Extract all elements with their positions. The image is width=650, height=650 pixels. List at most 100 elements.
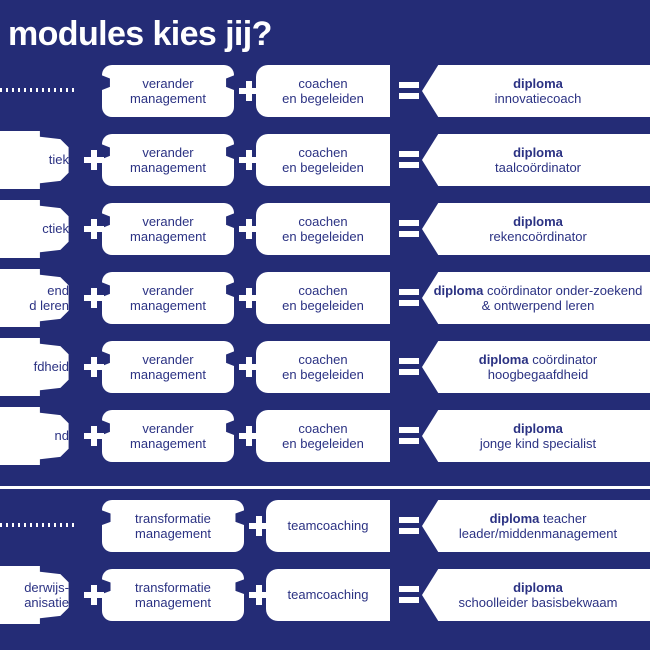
module-a-box[interactable] (102, 500, 244, 552)
module-a-box[interactable] (102, 569, 244, 621)
theme-label: tiek (48, 152, 69, 168)
diploma-keyword: diploma (478, 351, 529, 367)
module-b-box[interactable]: teamcoaching (266, 500, 390, 552)
theme-label: fdheid (33, 359, 69, 375)
theme-label: ctiek (42, 221, 69, 237)
plus-icon (84, 426, 104, 446)
diploma-label: diploma coördinator onder-zoekend & ontw… (433, 282, 643, 314)
plus-icon (84, 219, 104, 239)
theme-box[interactable]: ctiek (0, 200, 69, 258)
equals-icon (399, 427, 419, 445)
diploma-box[interactable]: diploma teacher leader/middenmanagement (422, 500, 650, 552)
diploma-box[interactable]: diploma coördinator onder-zoekend & ontw… (422, 272, 650, 324)
module-a-box[interactable] (102, 134, 234, 186)
theme-label: nd (54, 428, 69, 444)
plus-icon (249, 516, 269, 536)
plus-icon (84, 288, 104, 308)
module-b-label: teamcoaching (287, 518, 369, 534)
section-divider (0, 486, 650, 489)
plus-icon (239, 426, 259, 446)
diploma-keyword: diploma (433, 282, 484, 298)
equals-icon (399, 358, 419, 376)
plus-icon (239, 150, 259, 170)
equals-icon (399, 517, 419, 535)
module-b-label: teamcoaching (287, 587, 369, 603)
equals-icon (399, 151, 419, 169)
diploma-keyword: diploma (489, 510, 540, 526)
diploma-keyword: diploma (513, 579, 563, 595)
plus-icon (239, 357, 259, 377)
diploma-label: diploma coördinator hoogbegaafdheid (478, 351, 598, 383)
theme-box[interactable]: fdheid (0, 338, 69, 396)
page-title: modules kies jij? (8, 15, 272, 53)
module-a-box[interactable] (102, 341, 234, 393)
plus-icon (239, 219, 259, 239)
plus-icon (84, 357, 104, 377)
module-a-box[interactable] (102, 272, 234, 324)
module-a-box[interactable] (102, 65, 234, 117)
diploma-keyword: diploma (513, 144, 563, 160)
module-a-box[interactable] (102, 410, 234, 462)
plus-icon (239, 288, 259, 308)
theme-box[interactable]: nd (0, 407, 69, 465)
plus-icon (84, 150, 104, 170)
plus-icon (239, 81, 259, 101)
diploma-keyword: diploma (513, 420, 563, 436)
diploma-box[interactable]: diploma coördinator hoogbegaafdheid (422, 341, 650, 393)
module-b-box[interactable]: teamcoaching (266, 569, 390, 621)
diploma-keyword: diploma (513, 75, 563, 91)
theme-box[interactable]: tiek (0, 131, 69, 189)
plus-icon (84, 585, 104, 605)
equals-icon (399, 289, 419, 307)
module-a-box[interactable] (102, 203, 234, 255)
equals-icon (399, 82, 419, 100)
diploma-label: diploma teacher leader/middenmanagement (458, 510, 618, 542)
dotted-leader (0, 88, 78, 92)
theme-box[interactable]: derwijs-anisatie (0, 566, 69, 624)
dotted-leader (0, 523, 78, 527)
